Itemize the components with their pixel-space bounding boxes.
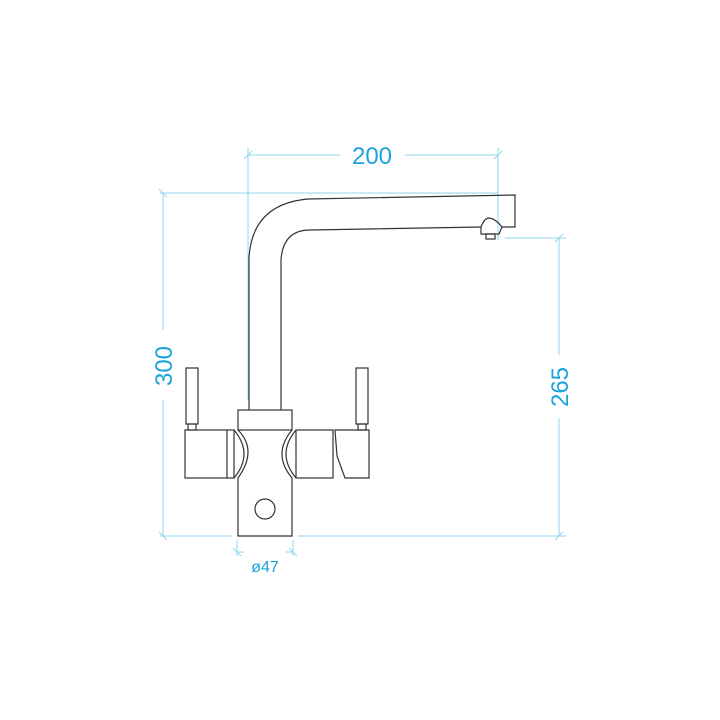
dimension-reach-label: 200 (352, 143, 392, 170)
dimension-spout-height: 265 (298, 233, 574, 541)
aerator (480, 217, 503, 235)
dimension-total-height: 300 (151, 188, 498, 541)
right-handle-housing (295, 429, 334, 479)
central-body (237, 429, 293, 537)
dimension-base-diameter-label: ø47 (251, 559, 279, 576)
faucet-outline (184, 194, 516, 537)
dimension-spout-height-label: 265 (547, 367, 574, 407)
spout (248, 194, 516, 410)
dimension-base-diameter: ø47 (232, 540, 298, 576)
left-lever (185, 367, 199, 425)
dimension-reach: 200 (243, 143, 503, 400)
spout-inner (280, 226, 482, 410)
diverter-knob (254, 498, 276, 520)
right-handle-cap (334, 429, 370, 479)
right-lever (355, 367, 369, 425)
left-handle-housing (184, 429, 235, 479)
aerator-tip (485, 233, 496, 240)
central-body-top (237, 409, 293, 431)
dimension-total-height-label: 300 (151, 346, 178, 386)
